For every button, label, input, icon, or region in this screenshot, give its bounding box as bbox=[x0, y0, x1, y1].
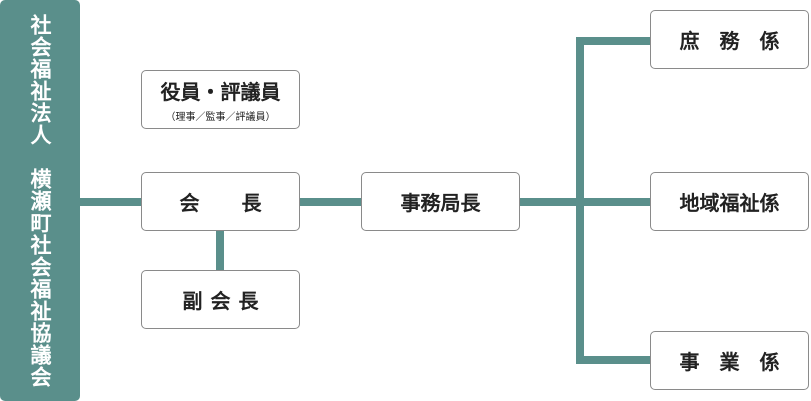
secretary-general-box: 事務局長 bbox=[361, 172, 520, 231]
organization-name: 社会福祉法人 横瀬町社会福祉協議会 bbox=[28, 14, 52, 388]
officers-box: 役員・評議員 （理事／監事／評議員） bbox=[141, 70, 300, 129]
connector-chairman-to-vice bbox=[216, 230, 224, 271]
organization-title: 横瀬町社会福祉協議会 bbox=[28, 167, 52, 388]
general-affairs-label: 庶務係 bbox=[679, 29, 800, 53]
connector-chairman-to-secretary bbox=[300, 198, 362, 206]
community-welfare-label: 地域福祉係 bbox=[679, 191, 780, 215]
connector-to-community-welfare bbox=[576, 198, 651, 206]
vice-chairman-box: 副会長 bbox=[141, 270, 300, 329]
business-label: 事業係 bbox=[679, 350, 800, 374]
community-welfare-box: 地域福祉係 bbox=[650, 172, 809, 231]
chairman-box: 会長 bbox=[141, 172, 300, 231]
connector-to-general-affairs bbox=[576, 37, 651, 45]
vice-chairman-label: 副会長 bbox=[182, 289, 267, 313]
secretary-general-label: 事務局長 bbox=[400, 191, 481, 215]
organization-type: 社会福祉法人 bbox=[28, 13, 52, 146]
officers-label: 役員・評議員 bbox=[160, 80, 281, 104]
business-box: 事業係 bbox=[650, 331, 809, 390]
organization-name-banner: 社会福祉法人 横瀬町社会福祉協議会 bbox=[0, 0, 80, 401]
connector-to-business bbox=[576, 356, 651, 364]
general-affairs-box: 庶務係 bbox=[650, 10, 809, 69]
connector-org-to-chairman bbox=[80, 198, 142, 206]
chairman-label: 会長 bbox=[179, 191, 304, 215]
connector-secretary-to-branch bbox=[520, 198, 582, 206]
officers-sublabel: （理事／監事／評議員） bbox=[165, 112, 276, 123]
